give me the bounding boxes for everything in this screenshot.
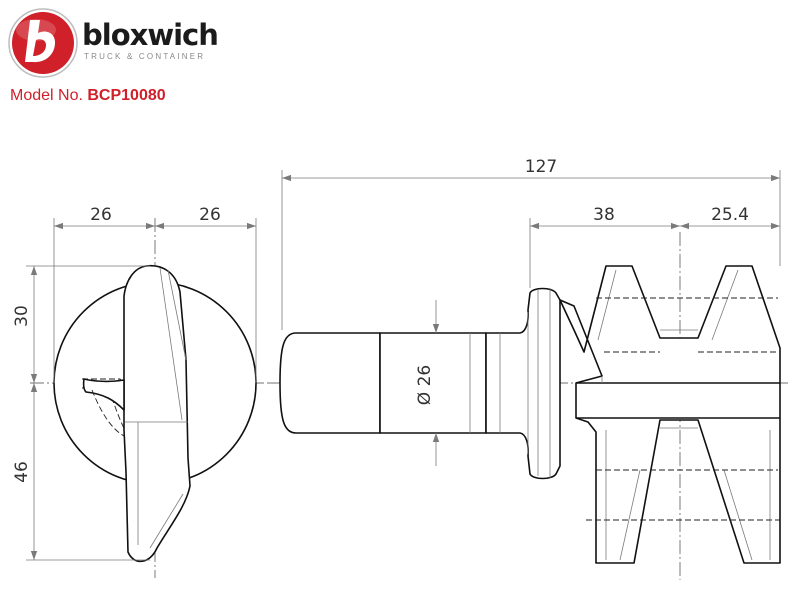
dim-side-overall-length: 127 bbox=[525, 157, 557, 177]
dimension-lines bbox=[26, 170, 781, 561]
dim-side-section-b: 25.4 bbox=[711, 205, 749, 225]
side-view bbox=[268, 232, 790, 580]
dim-front-right-width: 26 bbox=[199, 205, 221, 225]
front-view bbox=[30, 218, 268, 578]
brand-name: bloxwich bbox=[82, 18, 219, 52]
model-code: BCP10080 bbox=[87, 87, 166, 104]
brand-tagline: TRUCK & CONTAINER bbox=[84, 52, 206, 61]
model-label: Model No. bbox=[10, 87, 83, 104]
model-number: Model No. BCP10080 bbox=[10, 87, 166, 105]
logo bbox=[8, 8, 78, 78]
dim-shank-diameter: Ø 26 bbox=[415, 365, 435, 405]
dim-front-upper-height: 30 bbox=[12, 305, 32, 327]
dim-side-section-a: 38 bbox=[593, 205, 615, 225]
dim-front-lower-height: 46 bbox=[12, 461, 32, 483]
dim-front-left-width: 26 bbox=[90, 205, 112, 225]
